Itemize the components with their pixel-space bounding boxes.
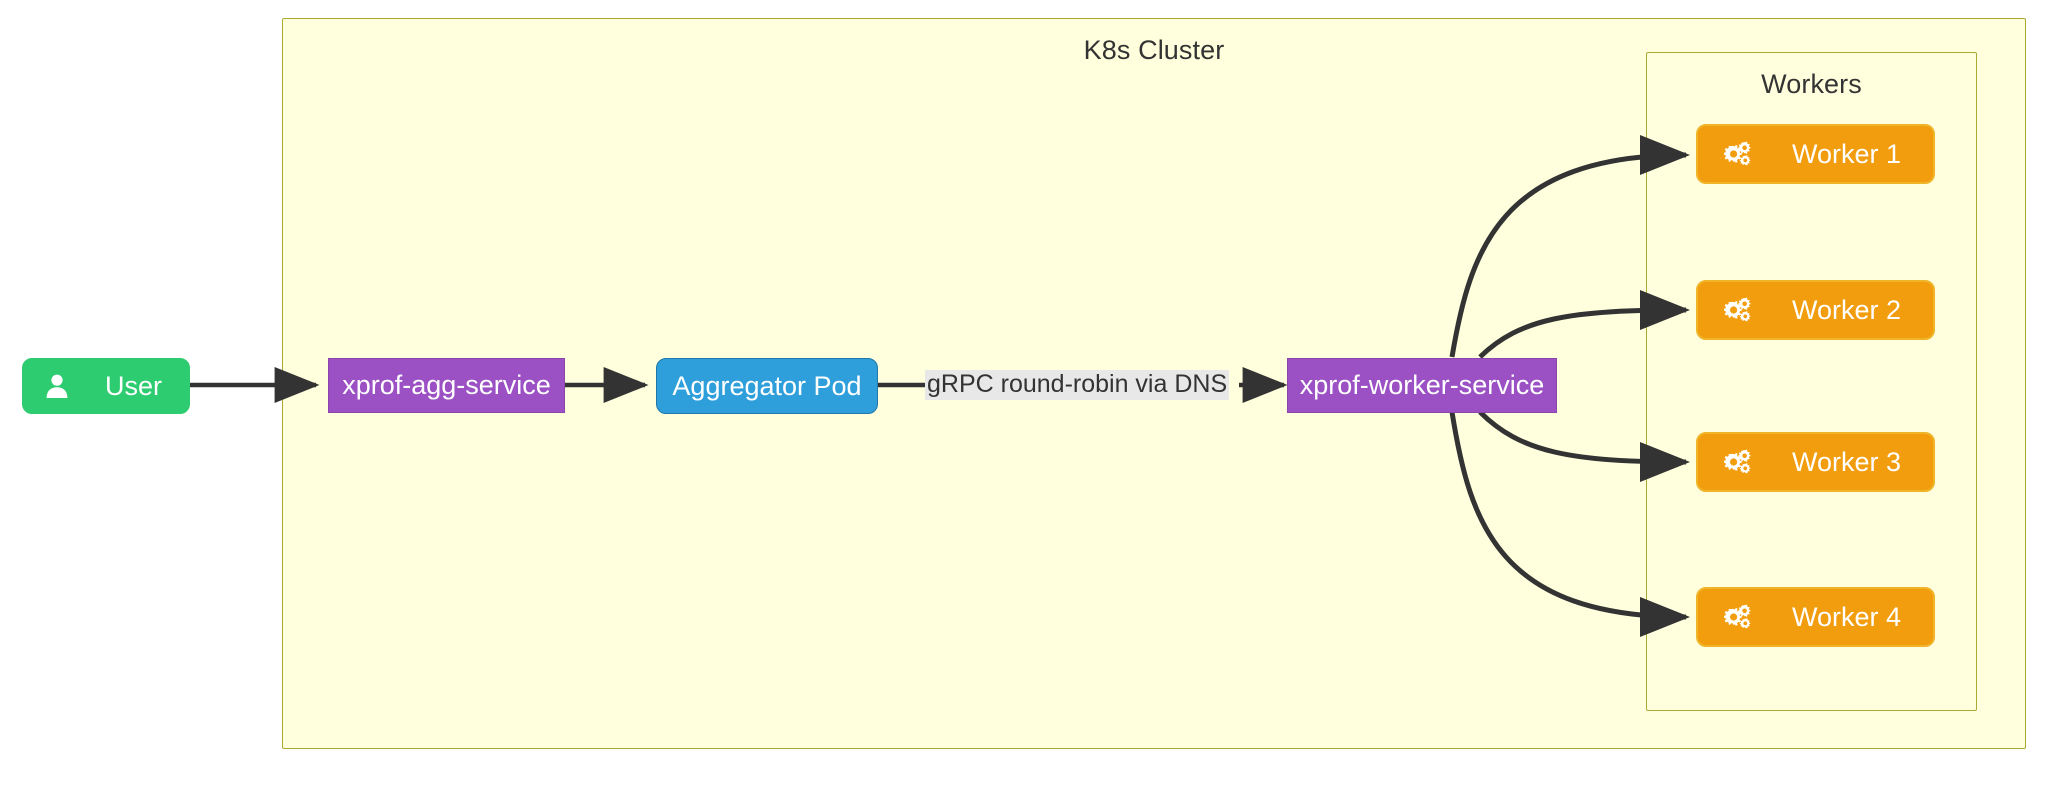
cogs-icon (1724, 604, 1752, 630)
node-xprof-worker-service-label: xprof-worker-service (1299, 370, 1545, 400)
node-worker-1[interactable]: Worker 1 (1696, 124, 1935, 184)
node-xprof-agg-service[interactable]: xprof-agg-service (328, 358, 565, 413)
node-worker-4-label: Worker 4 (1792, 601, 1902, 632)
node-user[interactable]: User (22, 358, 190, 414)
cogs-icon (1724, 141, 1752, 167)
node-aggregator-pod[interactable]: Aggregator Pod (656, 358, 878, 414)
user-icon (45, 373, 69, 399)
node-aggregator-pod-label: Aggregator Pod (672, 370, 862, 401)
node-xprof-worker-service[interactable]: xprof-worker-service (1287, 358, 1557, 413)
node-worker-3-label: Worker 3 (1792, 446, 1902, 477)
node-worker-2-label: Worker 2 (1792, 294, 1902, 325)
node-xprof-agg-service-label: xprof-agg-service (342, 370, 551, 400)
cluster-workers-label: Workers (1761, 69, 1862, 99)
node-worker-4[interactable]: Worker 4 (1696, 587, 1935, 647)
edge-label-grpc-round-robin: gRPC round-robin via DNS (925, 370, 1230, 400)
node-worker-1-label: Worker 1 (1792, 138, 1902, 169)
cogs-icon (1724, 449, 1752, 475)
cluster-k8s-label: K8s Cluster (1083, 35, 1225, 65)
node-user-label: User (105, 370, 163, 401)
cogs-icon (1724, 297, 1752, 323)
node-worker-2[interactable]: Worker 2 (1696, 280, 1935, 340)
node-worker-3[interactable]: Worker 3 (1696, 432, 1935, 492)
